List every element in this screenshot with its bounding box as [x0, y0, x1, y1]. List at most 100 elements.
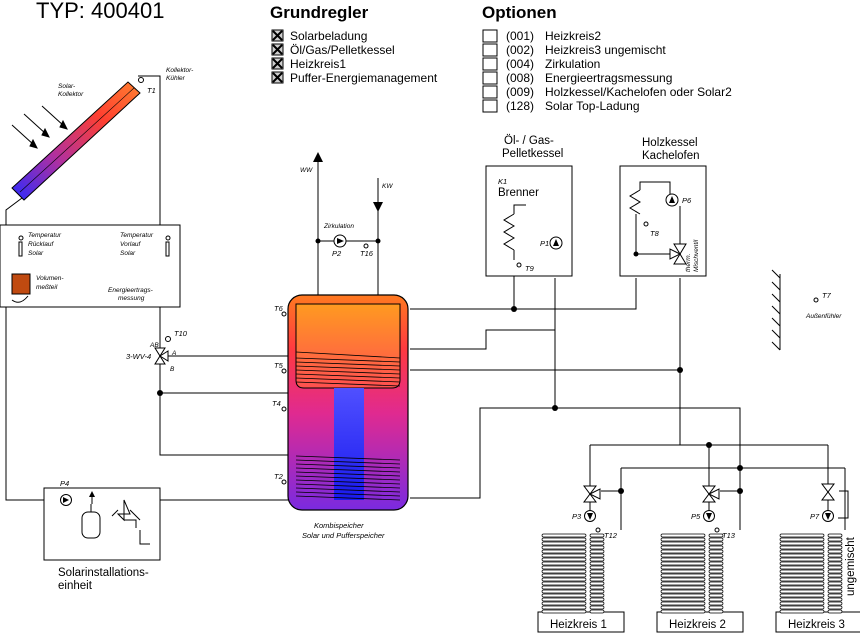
sensor-t6: T6: [274, 304, 284, 313]
sun-rays-icon: [11, 105, 68, 149]
unchecked-box: [482, 57, 498, 71]
sensor-t13: T13: [722, 531, 736, 540]
radiator-fin: [541, 541, 587, 546]
sensor-t7: T7: [822, 291, 832, 300]
vorlauf-label: Temperatur: [120, 232, 154, 239]
radiator-fin: [589, 565, 605, 570]
radiator-fin: [660, 581, 706, 586]
radiator-fin: [589, 557, 605, 562]
radiator-fin: [708, 605, 724, 610]
outdoor-sensor: T7 Außenfühler: [771, 269, 842, 351]
radiators: [537, 533, 860, 633]
sensor-icon: [165, 235, 171, 241]
volumen-label: meßteil: [36, 284, 58, 291]
radiator-fin: [660, 585, 706, 590]
radiator-fin: [589, 569, 605, 574]
radiator-fin: [827, 533, 843, 538]
grundregler-label: Heizkreis1: [290, 57, 346, 71]
pump-p2: P2: [332, 249, 342, 258]
radiator-fin: [827, 541, 843, 546]
hk1-label: Heizkreis 1: [550, 619, 607, 631]
radiator-fin: [541, 565, 587, 570]
radiator-fin: [779, 581, 825, 586]
ruecklauf-label: Temperatur: [28, 232, 62, 239]
radiator-fin: [779, 541, 825, 546]
pump-p6: P6: [682, 196, 692, 205]
boiler-k1: K1: [498, 177, 507, 186]
radiator-fin: [779, 593, 825, 598]
storage-tank: T6 T5 T4 T2 Kombispeicher Solar und Puff…: [272, 294, 409, 540]
radiator-fin: [827, 569, 843, 574]
therm-label: therm.: [685, 253, 692, 272]
sensor-t16: T16: [360, 249, 374, 258]
radiator-fin: [589, 549, 605, 554]
radiator-fin: [827, 537, 843, 542]
vorlauf-label: Solar: [120, 250, 136, 257]
radiator-fin: [708, 577, 724, 582]
sensor-icon: [281, 311, 287, 317]
pump-p7: P7: [810, 512, 820, 521]
hk3-label: Heizkreis 3: [788, 619, 845, 631]
radiator-fin: [779, 533, 825, 538]
radiator-fin: [779, 537, 825, 542]
radiator-fin: [541, 605, 587, 610]
radiator-fin: [589, 601, 605, 606]
grundregler-label: Puffer-Energiemanagement: [290, 71, 438, 85]
radiator-fin: [827, 605, 843, 610]
check-x-icon: [272, 44, 283, 55]
pump-p5: P5: [691, 512, 701, 521]
radiator-fin: [827, 577, 843, 582]
valve-port-ab: AB: [149, 342, 159, 349]
radiator-fin: [660, 569, 706, 574]
sensor-icon: [281, 368, 287, 374]
wall-hatch-icon: [771, 269, 781, 351]
radiator-fin: [708, 557, 724, 562]
unchecked-box: [482, 71, 498, 85]
radiator-fin: [779, 549, 825, 554]
sensor-icon: [363, 243, 369, 249]
wood-title: Kachelofen: [642, 150, 700, 162]
radiator-fin: [779, 585, 825, 590]
grundregler-list: Solarbeladung Öl/Gas/Pelletkessel Heizkr…: [271, 29, 438, 85]
option-item: (004) Zirkulation: [482, 57, 600, 71]
radiator-fin: [541, 561, 587, 566]
sensor-icon: [813, 297, 819, 303]
unit-label: Solarinstallations-: [58, 567, 149, 579]
radiator-fin: [660, 573, 706, 578]
radiator-fin: [660, 601, 706, 606]
radiator-fin: [589, 561, 605, 566]
solar-collector: Solar- Kollektor Kollektor- Kühler T1: [11, 67, 194, 201]
radiator-fin: [827, 601, 843, 606]
radiator-fin: [541, 533, 587, 538]
circulation: WW KW Zirkulation P2 T16: [300, 152, 393, 258]
collector-label: Solar-: [58, 83, 76, 90]
sensor-icon: [165, 336, 171, 342]
wood-title: Holzkessel: [642, 137, 698, 149]
collector-label: Kollektor: [58, 91, 84, 98]
energy-measurement-box: Temperatur Rücklauf Solar Temperatur Vor…: [0, 224, 181, 308]
option-item: (128) Solar Top-Ladung: [482, 99, 640, 113]
expansion-tank-icon: [81, 511, 101, 539]
sensor-icon: [714, 527, 720, 533]
option-code: (008): [506, 71, 534, 85]
heat-coil-icon: [629, 181, 671, 215]
radiator-fin: [589, 573, 605, 578]
sensor-t8: T8: [650, 229, 660, 238]
oil-gas-boiler: Öl- / Gas- Pelletkessel K1 Brenner P1 T9: [485, 135, 573, 277]
grundregler-item: Solarbeladung: [271, 29, 367, 43]
grundregler-label: Öl/Gas/Pelletkessel: [290, 43, 395, 57]
radiator-fin: [708, 593, 724, 598]
sensor-t9: T9: [525, 264, 535, 273]
radiator-fin: [660, 537, 706, 542]
radiator-fin: [708, 569, 724, 574]
sensor-t12: T12: [604, 531, 618, 540]
sensor-t5: T5: [274, 361, 284, 370]
radiator-fin: [660, 553, 706, 558]
radiator-fin: [708, 553, 724, 558]
sensor-icon: [281, 479, 287, 485]
grundregler-label: Solarbeladung: [290, 29, 367, 43]
check-x-icon: [272, 58, 283, 69]
option-label: Zirkulation: [545, 57, 600, 71]
aussen-label: Außenfühler: [805, 313, 842, 320]
radiator-fin: [589, 545, 605, 550]
